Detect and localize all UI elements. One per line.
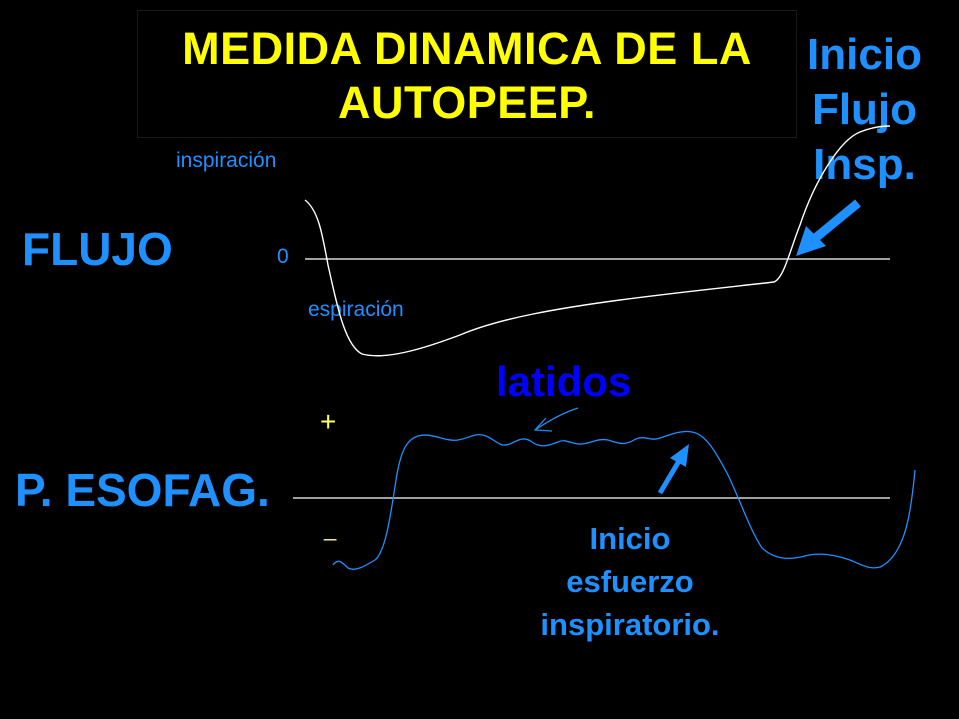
latidos-pointer-arrow <box>533 407 579 432</box>
esophageal-pressure-trace <box>332 430 916 570</box>
title-box: MEDIDA DINAMICA DE LA AUTOPEEP. <box>137 10 797 138</box>
zero-label: 0 <box>277 245 289 268</box>
flow-trace <box>304 125 891 357</box>
inicio-flujo-annotation: Inicio Flujo Insp. <box>797 27 932 192</box>
latidos-label: latidos <box>496 358 632 405</box>
inicio-esfuerzo-annotation: Inicio esfuerzo inspiratorio. <box>520 517 740 646</box>
inicio-flujo-line-3: Insp. <box>813 140 916 189</box>
inicio-esfuerzo-arrow <box>657 444 689 495</box>
inicio-flujo-arrow <box>796 199 861 256</box>
p-esofag-label: P. ESOFAG. <box>15 464 270 516</box>
title-line-2: AUTOPEEP. <box>338 77 596 128</box>
espiracion-label: espiración <box>308 298 404 321</box>
flujo-label: FLUJO <box>22 223 173 275</box>
inicio-esfuerzo-line-3: inspiratorio. <box>540 607 720 642</box>
minus-sign: _ <box>324 516 337 541</box>
inicio-esfuerzo-line-1: Inicio <box>589 521 671 556</box>
inicio-flujo-line-2: Flujo <box>811 85 918 134</box>
inspiracion-label: inspiración <box>176 149 277 172</box>
inicio-esfuerzo-line-2: esfuerzo <box>566 564 694 599</box>
plus-sign: + <box>320 406 337 437</box>
inicio-flujo-line-1: Inicio <box>807 30 922 79</box>
title-line-1: MEDIDA DINAMICA DE LA <box>182 23 752 74</box>
